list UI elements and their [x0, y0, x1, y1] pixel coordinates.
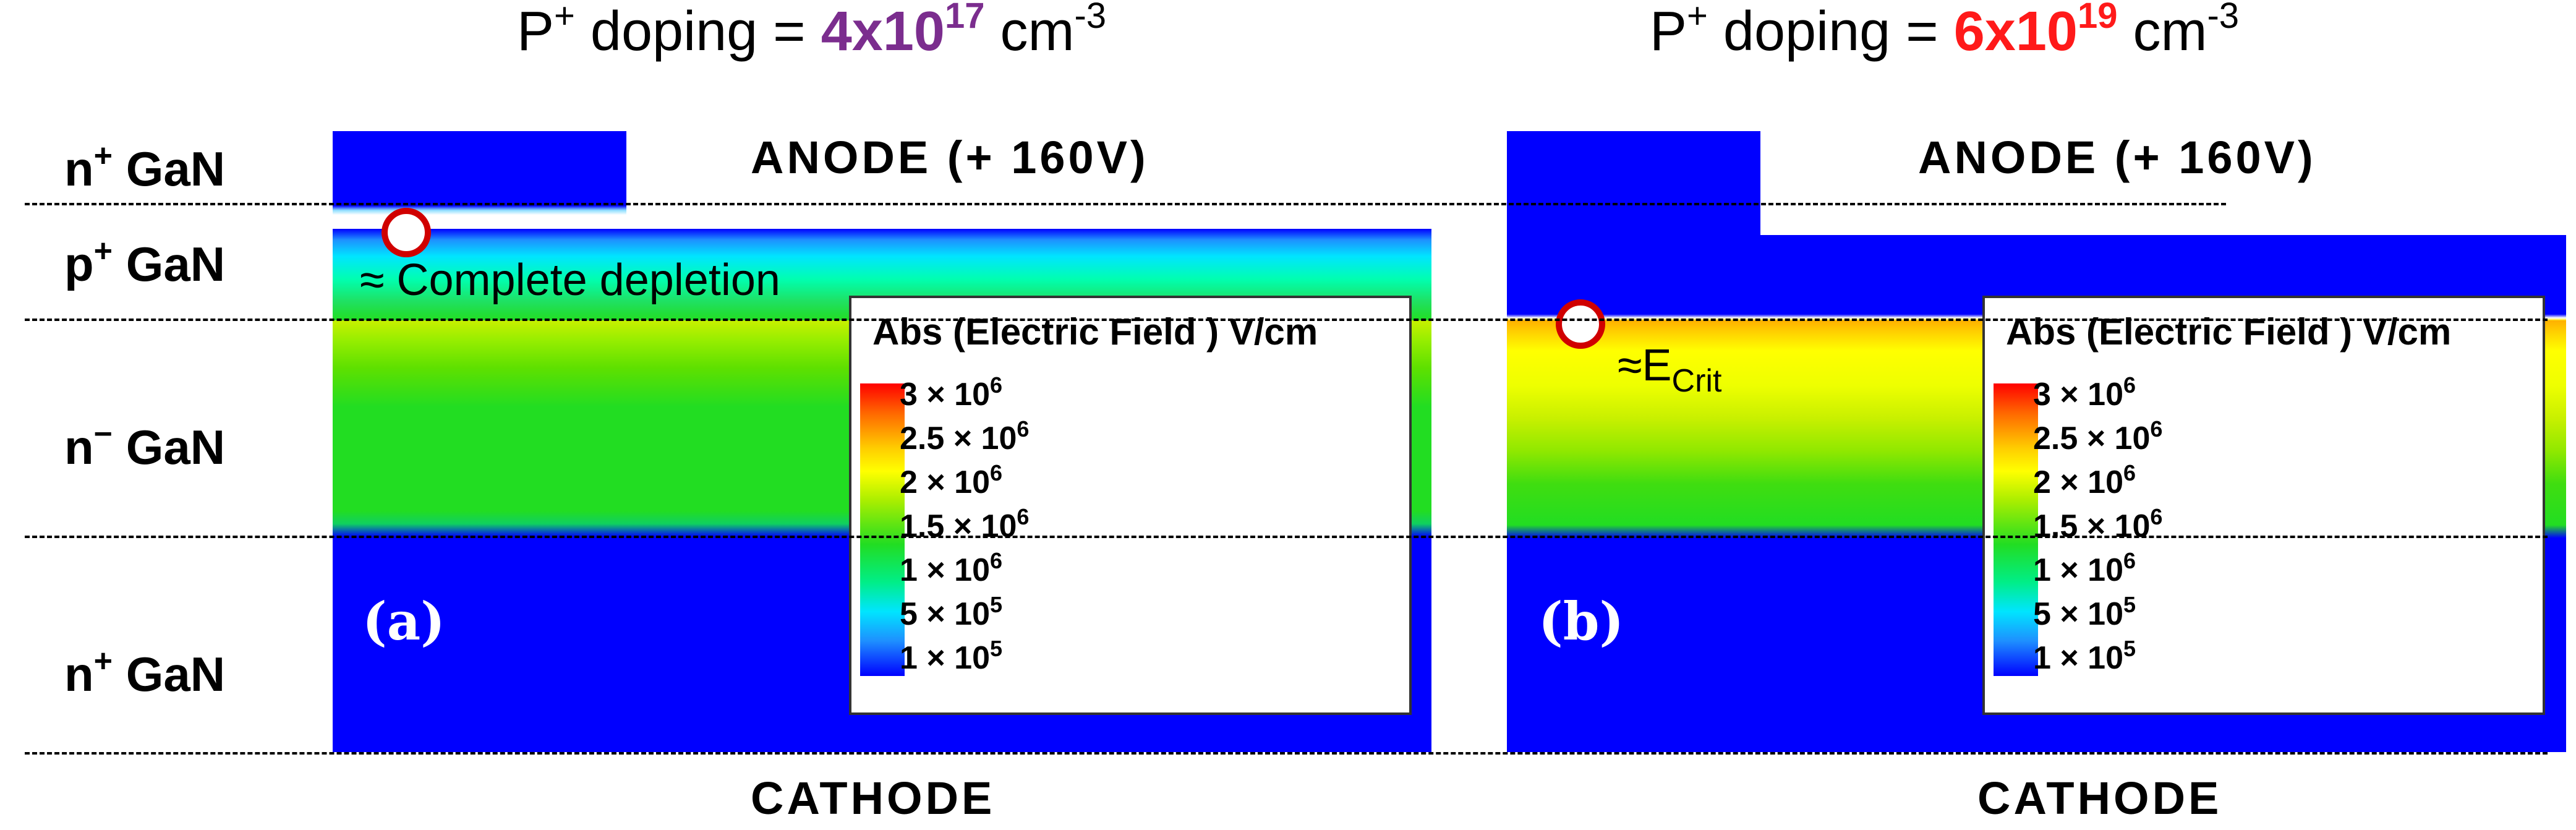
panel-a-title: P+ doping = 4x1017 cm-3: [517, 0, 1107, 62]
panel-b-anode-mesa: [1507, 131, 1760, 235]
panel-a-legend-title: Abs (Electric Field ) V/cm: [872, 311, 1318, 353]
boundary-line-n-plus-p-plus: [25, 203, 2226, 205]
panel-b-doping-value: 6x1019: [1953, 0, 2118, 62]
boundary-line-n-minus-n-plus: [25, 536, 2548, 538]
panel-a-letter: (a): [362, 591, 445, 652]
panel-b-legend-tick: 1 × 105: [2033, 636, 2136, 676]
panel-a-cathode-label: CATHODE: [751, 772, 996, 824]
panel-a-annotation: ≈ Complete depletion: [360, 255, 780, 305]
panel-b-legend-tick: 5 × 105: [2033, 592, 2136, 632]
panel-b-legend-title: Abs (Electric Field ) V/cm: [2006, 311, 2452, 353]
panel-a-legend-tick: 1 × 105: [900, 636, 1003, 676]
panel-b-title: P+ doping = 6x1019 cm-3: [1650, 0, 2240, 62]
panel-b-legend-tick: 2 × 106: [2033, 460, 2136, 500]
panel-a-legend-tick: 2 × 106: [900, 460, 1003, 500]
panel-b-anode-label: ANODE (+ 160V): [1918, 132, 2316, 183]
panel-b-marker-circle: [1556, 299, 1605, 349]
panel-b-legend-colorscale: [1994, 383, 2038, 676]
boundary-line-cathode: [25, 752, 2548, 755]
panel-b-legend: Abs (Electric Field ) V/cm 3 × 106 2.5 ×…: [1982, 296, 2545, 715]
panel-b-cathode-label: CATHODE: [1977, 772, 2222, 824]
panel-a-legend: Abs (Electric Field ) V/cm 3 × 106 2.5 ×…: [849, 296, 1412, 715]
panel-a-anode-label: ANODE (+ 160V): [751, 132, 1149, 183]
panel-a-doping-value: 4x1017: [821, 0, 985, 62]
panel-b-legend-tick: 2.5 × 106: [2033, 416, 2163, 456]
layer-label-n-minus: n− GaN: [64, 416, 226, 474]
panel-b-annotation: ≈ECrit: [1618, 341, 1722, 400]
panel-a-legend-colorscale: [860, 383, 905, 676]
layer-label-n-plus-bottom: n+ GaN: [64, 643, 226, 701]
panel-a-legend-tick: 5 × 105: [900, 592, 1003, 632]
panel-b-letter: (b): [1538, 591, 1624, 652]
panel-a-legend-tick: 2.5 × 106: [900, 416, 1030, 456]
layer-label-p-plus: p+ GaN: [64, 233, 226, 291]
panel-b-legend-tick: 1.5 × 106: [2033, 504, 2163, 544]
layer-label-n-plus-top: n+ GaN: [64, 137, 226, 196]
panel-b-legend-tick: 1 × 106: [2033, 548, 2136, 588]
panel-b-legend-tick: 3 × 106: [2033, 372, 2136, 413]
panel-a-legend-tick: 1.5 × 106: [900, 504, 1030, 544]
panel-a-anode-mesa: [333, 131, 626, 198]
panel-a-legend-tick: 3 × 106: [900, 372, 1003, 413]
boundary-line-p-plus-n-minus: [25, 319, 2548, 321]
panel-a-legend-tick: 1 × 106: [900, 548, 1003, 588]
panel-a-marker-circle: [382, 208, 431, 257]
